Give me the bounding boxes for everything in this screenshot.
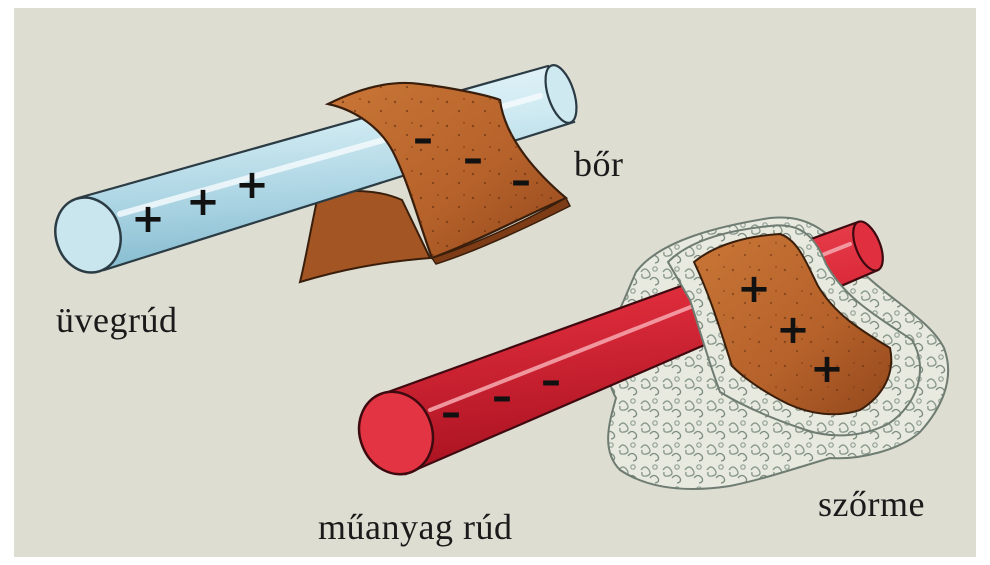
plastic-rod-charge: –: [441, 390, 461, 436]
fur-label: szőrme: [818, 486, 925, 522]
plastic-rod-charge: –: [492, 374, 512, 420]
fur-charge: +: [737, 266, 771, 312]
fur-charge: +: [776, 307, 810, 353]
glass-rod-label: üvegrúd: [56, 302, 177, 338]
leather-charge: –: [511, 158, 531, 204]
leather-charge: –: [463, 136, 483, 182]
leather-label: bőr: [574, 146, 624, 182]
fur-charge: +: [810, 346, 844, 392]
glass-rod-charge: +: [235, 162, 269, 208]
glass-rod-charge: +: [186, 179, 220, 225]
glass-rod-charge: +: [131, 196, 165, 242]
plastic-rod-label: műanyag rúd: [318, 509, 512, 545]
plastic-rod-charge: –: [541, 358, 561, 404]
leather-charge: –: [413, 116, 433, 162]
